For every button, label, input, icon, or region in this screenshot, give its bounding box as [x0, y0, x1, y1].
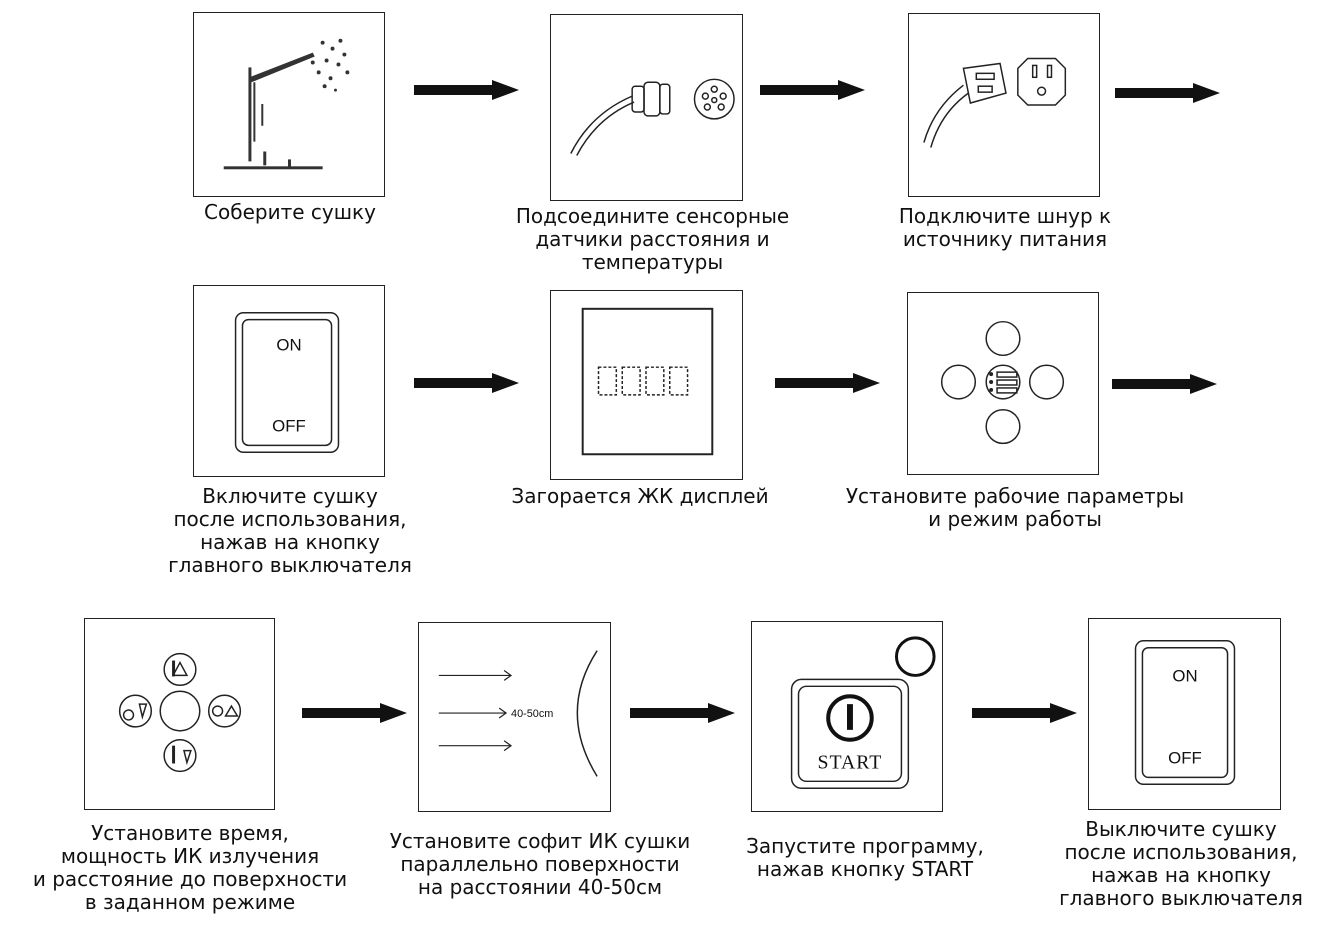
step-10-caption: Выключите сушку после использования, наж… — [1059, 817, 1303, 910]
step-6-caption: Установите рабочие параметры и режим раб… — [845, 484, 1185, 531]
distance-label: 40-50cm — [511, 708, 553, 720]
arrow-right-icon — [1115, 83, 1220, 103]
arrow-right-icon — [630, 703, 735, 723]
arrow-right-icon — [1112, 374, 1217, 394]
arrow-right-icon — [414, 373, 519, 393]
step-9-illustration: START — [751, 621, 943, 812]
power-plug-icon — [923, 57, 1067, 148]
ir-distance-icon: 40-50cm — [438, 650, 598, 777]
arrow-right-icon — [775, 373, 880, 393]
on-label: ON — [1172, 666, 1197, 685]
step-3-illustration — [908, 13, 1100, 197]
off-label: OFF — [1168, 748, 1202, 767]
arrow-right-icon — [414, 80, 519, 100]
sensor-connector-icon — [570, 78, 735, 156]
mode-buttons-icon — [118, 652, 242, 773]
step-4-caption: Включите сушку после использования, нажа… — [168, 484, 412, 577]
step-2-illustration — [550, 14, 743, 201]
step-10-illustration: ON OFF — [1088, 618, 1281, 810]
on-label: ON — [276, 335, 301, 354]
step-9-caption: Запустите программу, нажав кнопку START — [746, 834, 984, 881]
arrow-right-icon — [972, 703, 1077, 723]
step-4-illustration: ON OFF — [193, 285, 385, 477]
step-7-caption: Установите время, мощность ИК излучения … — [32, 821, 348, 914]
dryer-assembly-icon — [223, 38, 350, 170]
step-8-illustration: 40-50cm — [418, 622, 611, 812]
start-label: START — [818, 751, 883, 773]
step-1-illustration — [193, 12, 385, 197]
step-1-caption: Соберите сушку — [204, 200, 376, 224]
off-label: OFF — [272, 416, 306, 435]
arrow-right-icon — [302, 703, 407, 723]
step-3-caption: Подключите шнур к источнику питания — [898, 204, 1112, 251]
start-button-icon: START — [790, 636, 936, 789]
lcd-display-icon — [581, 307, 714, 456]
power-switch-icon: ON OFF — [234, 311, 340, 453]
control-panel-icon — [940, 320, 1065, 445]
step-5-caption: Загорается ЖК дисплей — [511, 484, 769, 508]
step-2-caption: Подсоедините сенсорные датчики расстояни… — [515, 204, 790, 274]
step-8-caption: Установите софит ИК сушки параллельно по… — [389, 829, 691, 899]
arrow-right-icon — [760, 80, 865, 100]
power-switch-icon: ON OFF — [1134, 640, 1236, 786]
step-7-illustration — [84, 618, 275, 810]
step-6-illustration — [907, 292, 1099, 475]
step-5-illustration — [550, 290, 743, 480]
